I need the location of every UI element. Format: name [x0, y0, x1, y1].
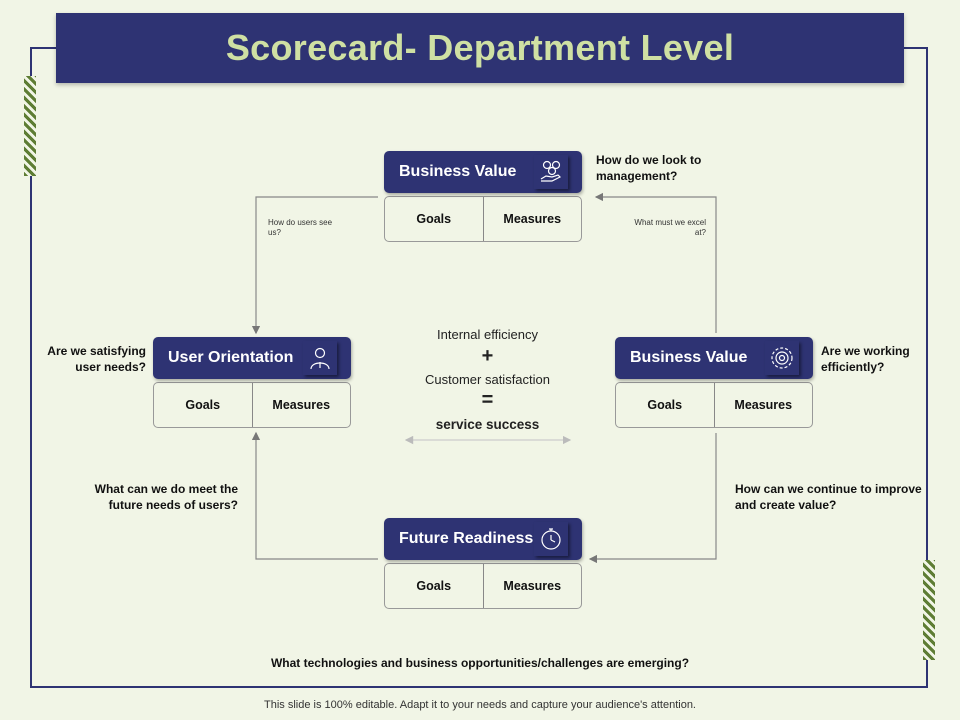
center-result: service success [435, 417, 540, 432]
center-plus: + [481, 345, 494, 367]
money-hand-icon [534, 155, 568, 189]
goals-measures-box: Goals Measures [384, 563, 582, 609]
question-left: Are we satisfying user needs? [47, 344, 146, 374]
page-title: Scorecard- Department Level [225, 27, 735, 68]
question-top-right: How do we look to management? [596, 153, 702, 183]
decorative-stripe-right [923, 560, 935, 660]
question-right: Are we working efficiently? [821, 344, 910, 374]
user-icon [303, 341, 337, 375]
stopwatch-icon [534, 522, 568, 556]
node-label: User Orientation [168, 349, 294, 366]
measures-label: Measures [272, 398, 331, 412]
goals-measures-box: Goals Measures [615, 382, 813, 428]
arrow-right-to-top [594, 192, 717, 333]
node-header: Future Readiness [384, 518, 582, 560]
goals-measures-box: Goals Measures [384, 196, 582, 242]
node-header: Business Value [615, 337, 813, 379]
center-equals: = [481, 389, 494, 411]
footer-note: This slide is 100% editable. Adapt it to… [264, 699, 696, 711]
goals-label: Goals [616, 383, 715, 427]
measures-label: Measures [734, 398, 793, 412]
center-internal-efficiency: Internal efficiency [437, 327, 538, 342]
question-bottom: What technologies and business opportuni… [270, 656, 690, 670]
label-how-users-see-us: How do users see us? [268, 218, 333, 237]
center-customer-satisfaction: Customer satisfaction [425, 372, 550, 387]
node-header: Business Value [384, 151, 582, 193]
node-label: Business Value [399, 163, 517, 180]
node-user-orientation: User Orientation Goals Measures [153, 337, 351, 428]
question-bottom-right: How can we continue to improve and creat… [735, 482, 922, 512]
node-header: User Orientation [153, 337, 351, 379]
goals-label: Goals [154, 383, 253, 427]
node-business-value-right: Business Value Goals Measures [615, 337, 813, 428]
gear-icon [765, 341, 799, 375]
node-label: Business Value [630, 349, 748, 366]
measures-label: Measures [503, 579, 562, 593]
arrow-bottom-to-left [251, 431, 378, 560]
node-label: Future Readiness [399, 530, 534, 547]
node-business-value-top: Business Value Goals Measures [384, 151, 582, 242]
decorative-stripe-left [24, 76, 36, 176]
arrow-top-to-left [251, 196, 378, 335]
goals-measures-box: Goals Measures [153, 382, 351, 428]
arrow-right-to-bottom [588, 433, 717, 564]
label-what-must-we-excel: What must we excel at? [634, 218, 706, 237]
question-bottom-left: What can we do meet the future needs of … [94, 482, 238, 512]
measures-label: Measures [503, 212, 562, 226]
goals-label: Goals [385, 197, 484, 241]
title-bar: Scorecard- Department Level [56, 13, 904, 83]
goals-label: Goals [385, 564, 484, 608]
node-future-readiness: Future Readiness Goals Measures [384, 518, 582, 609]
